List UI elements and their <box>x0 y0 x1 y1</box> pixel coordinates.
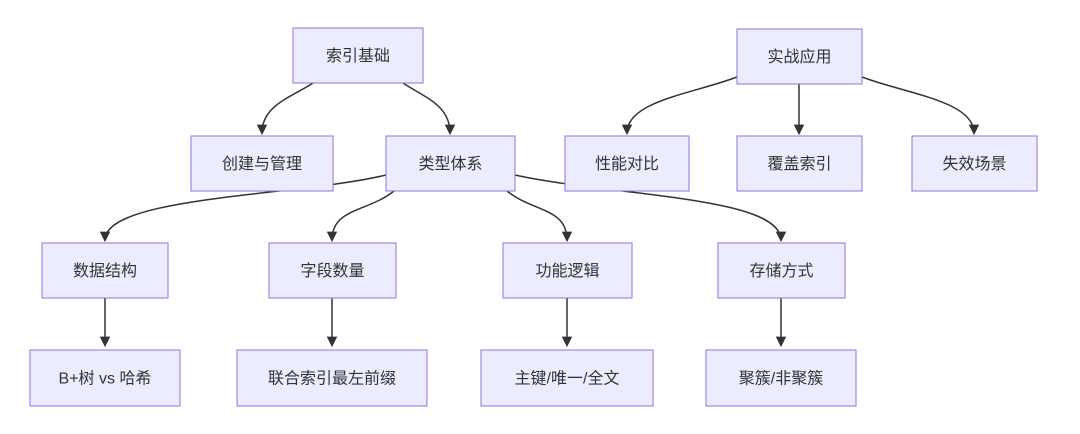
node-label-storage-method: 存储方式 <box>749 262 813 280</box>
node-label-practical-application: 实战应用 <box>767 47 831 66</box>
node-box-storage-method <box>717 242 846 299</box>
node-box-clustered-nonclustered <box>705 349 857 407</box>
node-performance-comparison: 性能对比 <box>564 135 690 192</box>
node-label-btree-vs-hash: B+树 vs 哈希 <box>59 370 152 388</box>
node-box-index-basics <box>292 27 424 84</box>
node-functional-logic: 功能逻辑 <box>502 242 633 299</box>
edge-index-basics-to-type-system <box>402 82 456 136</box>
node-box-performance-comparison <box>564 135 690 192</box>
node-label-clustered-nonclustered: 聚簇/非聚簇 <box>739 370 823 388</box>
node-label-data-structure: 数据结构 <box>73 262 137 280</box>
node-label-type-system: 类型体系 <box>418 155 482 173</box>
node-btree-vs-hash: B+树 vs 哈希 <box>29 349 181 407</box>
edge-practical-application-to-performance-comparison <box>621 76 738 136</box>
edge-type-system-to-functional-logic <box>506 190 573 243</box>
node-label-covering-index: 覆盖索引 <box>767 155 831 173</box>
node-box-practical-application <box>736 28 863 85</box>
node-box-create-manage <box>190 135 334 192</box>
node-label-create-manage: 创建与管理 <box>222 155 302 173</box>
node-clustered-nonclustered: 聚簇/非聚簇 <box>705 349 857 407</box>
node-box-pk-unique-fulltext <box>480 349 654 407</box>
edge-index-basics-to-create-manage <box>256 82 314 136</box>
node-label-performance-comparison: 性能对比 <box>595 155 659 173</box>
node-label-index-basics: 索引基础 <box>326 47 390 65</box>
node-box-covering-index <box>736 135 863 192</box>
node-label-leftmost-prefix: 联合索引最左前缀 <box>268 370 396 388</box>
node-label-failure-scenarios: 失效场景 <box>942 155 1006 173</box>
node-create-manage: 创建与管理 <box>190 135 334 192</box>
node-data-structure: 数据结构 <box>41 242 169 299</box>
node-field-count: 字段数量 <box>268 242 397 299</box>
edge-type-system-to-data-structure <box>99 174 387 243</box>
node-label-functional-logic: 功能逻辑 <box>535 262 599 280</box>
node-type-system: 类型体系 <box>385 135 516 192</box>
node-label-field-count: 字段数量 <box>300 262 364 280</box>
node-box-type-system <box>385 135 516 192</box>
node-box-functional-logic <box>502 242 633 299</box>
node-index-basics: 索引基础 <box>292 27 424 84</box>
edge-type-system-to-field-count <box>326 190 395 243</box>
node-box-leftmost-prefix <box>236 349 428 407</box>
edge-practical-application-to-failure-scenarios <box>861 76 980 136</box>
node-box-field-count <box>268 242 397 299</box>
node-storage-method: 存储方式 <box>717 242 846 299</box>
node-covering-index: 覆盖索引 <box>736 135 863 192</box>
node-failure-scenarios: 失效场景 <box>911 135 1038 192</box>
node-box-btree-vs-hash <box>29 349 181 407</box>
node-label-pk-unique-fulltext: 主键/唯一/全文 <box>515 370 620 388</box>
node-pk-unique-fulltext: 主键/唯一/全文 <box>480 349 654 407</box>
node-box-failure-scenarios <box>911 135 1038 192</box>
node-practical-application: 实战应用 <box>736 28 863 85</box>
node-box-data-structure <box>41 242 169 299</box>
edge-type-system-to-storage-method <box>514 174 787 243</box>
node-leftmost-prefix: 联合索引最左前缀 <box>236 349 428 407</box>
